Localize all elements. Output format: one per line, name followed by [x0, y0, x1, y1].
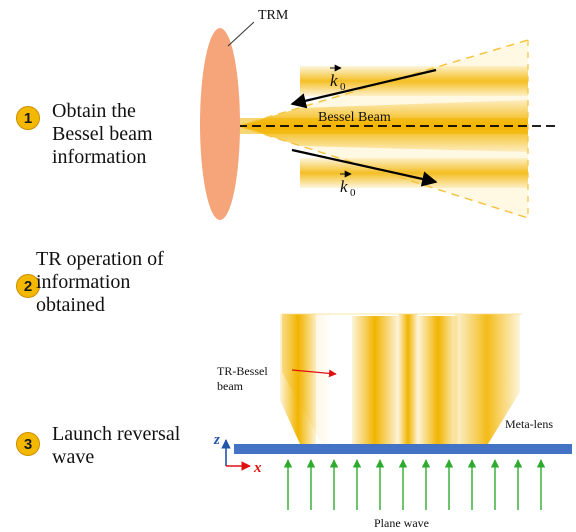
tr-bessel-beam-group: [280, 313, 522, 444]
step-2-label: TR operation of information obtained: [36, 248, 164, 316]
z-axis-label: z: [213, 432, 220, 448]
svg-text:k: k: [330, 71, 338, 90]
meta-lens-bar: [234, 444, 572, 454]
plane-wave-label: Plane wave: [374, 516, 429, 530]
tr-bessel-pointer: [291, 369, 337, 378]
trm-leader: [227, 21, 255, 47]
cone-edge-bottom: [237, 125, 529, 219]
tr-bessel-label-line: beam: [217, 379, 244, 393]
axes-indicator: z x: [213, 432, 262, 476]
cone-edge-top: [237, 39, 529, 127]
meta-lens-label: Meta-lens: [505, 417, 553, 431]
tr-cone-left: [282, 314, 330, 444]
svg-text:k: k: [340, 177, 348, 196]
step-2-badge: 2: [16, 274, 40, 298]
tr-column-1: [352, 316, 398, 444]
bessel-beam-group: [237, 39, 556, 219]
plane-wave-arrows: [283, 459, 546, 510]
tr-band-right: [454, 314, 520, 444]
k0-label-bottom: k 0: [340, 170, 356, 199]
tr-column-2: [398, 314, 418, 444]
step-3-label: Launch reversal wave: [52, 423, 181, 468]
step-1-badge: 1: [16, 106, 40, 130]
tr-column-3: [418, 316, 458, 444]
k0-arrow-bottom: [291, 148, 438, 187]
svg-text:0: 0: [340, 81, 346, 93]
svg-text:0: 0: [350, 187, 356, 199]
x-axis-label: x: [253, 460, 262, 476]
tr-bessel-label-line: TR-Bessel: [217, 364, 268, 378]
step-3-badge: 3: [16, 432, 40, 456]
step-1-label: Obtain the Bessel beam information: [52, 100, 153, 168]
k0-arrow-top: [290, 68, 437, 109]
tr-bessel-label: TR-Bessel beam: [217, 364, 271, 393]
trm-label: TRM: [258, 8, 289, 23]
trm-mirror: [200, 28, 240, 220]
k0-label-top: k 0: [330, 64, 346, 93]
fringe-bottom: [300, 158, 528, 188]
bessel-beam-label: Bessel Beam: [318, 110, 391, 125]
